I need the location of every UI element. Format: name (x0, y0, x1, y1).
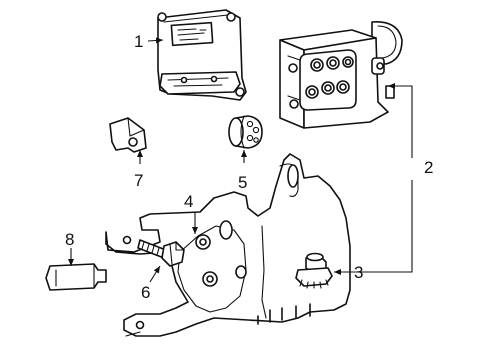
control-module-part (157, 9, 247, 101)
connector-part (45, 263, 107, 291)
callout-3: 3 (354, 263, 363, 282)
leader-lines (68, 37, 413, 283)
grommet-part (228, 115, 263, 149)
callout-6: 6 (141, 283, 150, 302)
callout-5: 5 (238, 173, 247, 192)
leader-2-upper (388, 83, 413, 158)
callout-4: 4 (184, 192, 193, 211)
callout-1: 1 (134, 32, 143, 51)
clip-part (109, 117, 147, 153)
bolt-part (137, 239, 185, 267)
leader-1 (147, 37, 164, 44)
callout-8: 8 (65, 230, 74, 249)
callout-7: 7 (134, 171, 143, 190)
sensor-part (295, 252, 333, 289)
callout-2: 2 (424, 158, 433, 177)
callouts: 1 2 3 4 5 6 7 8 (65, 32, 433, 302)
leader-2-lower (334, 180, 413, 275)
leader-6 (149, 265, 161, 283)
hydraulic-unit-part (279, 21, 403, 129)
bracket-part (105, 153, 351, 337)
